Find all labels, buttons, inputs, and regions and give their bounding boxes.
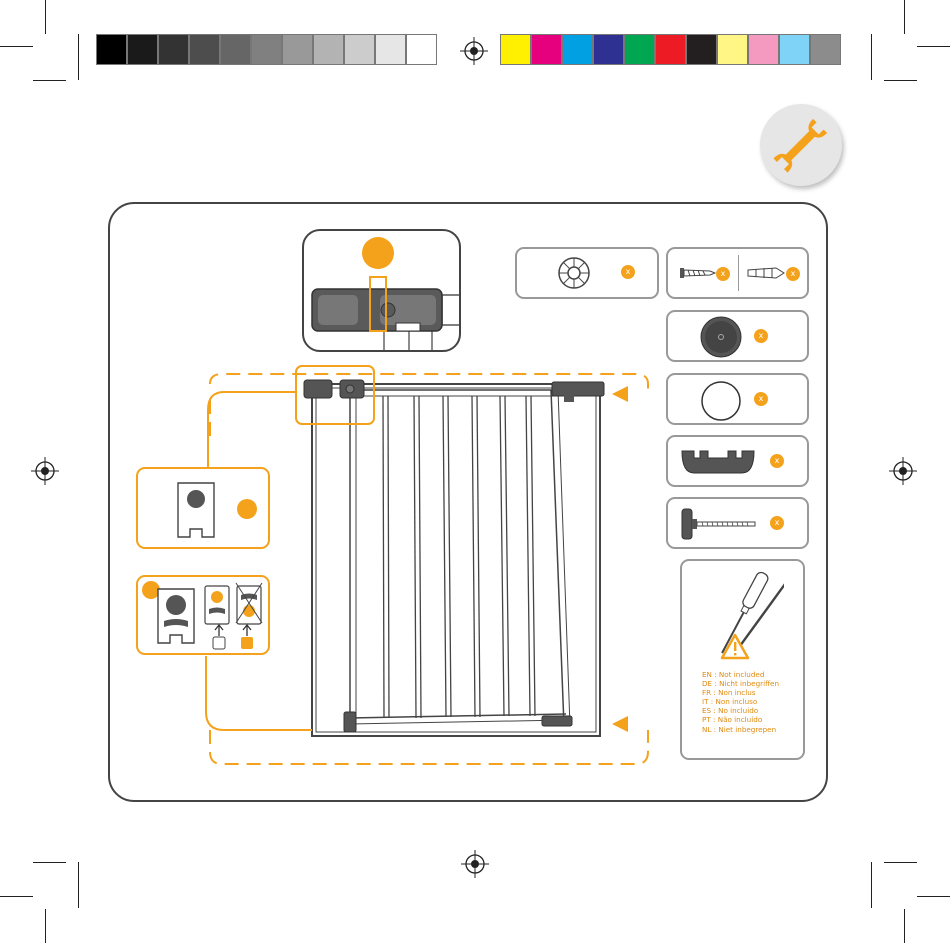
- wrench-tool-card: x: [666, 435, 809, 487]
- quantity-badge: x: [754, 329, 768, 343]
- legend-line: DE : Nicht inbegriffen: [702, 679, 779, 688]
- crop-mark: [45, 909, 46, 943]
- grayscale-color-bar: [96, 34, 437, 66]
- color-swatch: [500, 34, 531, 65]
- adhesive-pad-icon: [700, 380, 742, 422]
- wall-cup-icon: [699, 315, 743, 359]
- top-connector-detail: [302, 229, 461, 352]
- wrench-icon: [680, 447, 756, 477]
- adhesive-ring-card: x: [666, 373, 809, 425]
- crop-mark: [904, 0, 905, 34]
- color-swatch: [748, 34, 779, 65]
- registration-mark-icon: [29, 455, 61, 487]
- tension-bolt-card: x: [666, 497, 809, 549]
- gate-drawing: [196, 360, 666, 780]
- crop-mark: [78, 34, 79, 80]
- wall-plate-icon: [176, 481, 216, 539]
- wall-plate-detail-card: [136, 467, 270, 549]
- not-included-legend: EN : Not included DE : Nicht inbegriffen…: [702, 670, 779, 734]
- quantity-badge: x: [770, 516, 784, 530]
- step-marker: [237, 499, 257, 519]
- color-swatch: [531, 34, 562, 65]
- crop-mark: [33, 80, 66, 81]
- crop-mark: [871, 862, 872, 908]
- color-swatch: [313, 34, 344, 65]
- wall-plate-icon: [156, 587, 196, 645]
- quantity-badge: x: [770, 454, 784, 468]
- quantity-badge: x: [786, 267, 800, 281]
- crop-mark: [904, 909, 905, 943]
- wrench-icon: [760, 104, 842, 186]
- washer-icon: [557, 256, 591, 290]
- legend-line: FR : Non inclus: [702, 688, 779, 697]
- warning-triangle-icon: [720, 633, 750, 660]
- color-swatch: [344, 34, 375, 65]
- crop-mark: [884, 80, 917, 81]
- crop-mark: [871, 34, 872, 80]
- color-swatch: [810, 34, 841, 65]
- wall-plate-small-icon: [204, 585, 230, 625]
- process-color-bar: [500, 34, 841, 66]
- color-swatch: [624, 34, 655, 65]
- legend-line: NL : Niet inbegrepen: [702, 725, 779, 734]
- screw-and-plug-card: x x: [666, 247, 809, 299]
- legend-line: ES : No incluido: [702, 706, 779, 715]
- tools-section-badge: [760, 104, 842, 186]
- crop-mark: [0, 896, 33, 897]
- color-swatch: [96, 34, 127, 65]
- color-swatch: [779, 34, 810, 65]
- registration-mark-icon: [459, 848, 491, 880]
- color-swatch: [282, 34, 313, 65]
- crop-mark: [0, 46, 33, 47]
- legend-line: IT : Non incluso: [702, 697, 779, 706]
- registration-mark-icon: [458, 35, 490, 67]
- legend-line: PT : Não incluído: [702, 715, 779, 724]
- crop-mark: [917, 896, 950, 897]
- adjustment-detail-card: [136, 575, 270, 655]
- crop-mark: [78, 862, 79, 908]
- color-swatch: [717, 34, 748, 65]
- crop-mark: [45, 0, 46, 34]
- color-swatch: [158, 34, 189, 65]
- color-swatch: [375, 34, 406, 65]
- color-swatch: [593, 34, 624, 65]
- crop-mark: [884, 862, 917, 863]
- color-swatch: [406, 34, 437, 65]
- color-swatch: [562, 34, 593, 65]
- color-swatch: [686, 34, 717, 65]
- up-arrow-icon: [212, 623, 226, 651]
- pressure-arrow-icon: [612, 716, 628, 732]
- step-marker: [362, 237, 394, 269]
- quantity-badge: x: [621, 265, 635, 279]
- color-swatch: [220, 34, 251, 65]
- legend-line: EN : Not included: [702, 670, 779, 679]
- color-swatch: [655, 34, 686, 65]
- crossed-out-plate-icon: [234, 581, 264, 625]
- divider: [738, 255, 739, 291]
- quantity-badge: x: [716, 267, 730, 281]
- color-swatch: [251, 34, 282, 65]
- screw-icon: [680, 266, 716, 280]
- color-swatch: [127, 34, 158, 65]
- up-arrow-icon: [240, 623, 254, 651]
- registration-mark-icon: [887, 455, 919, 487]
- tension-bolt-icon: [680, 505, 760, 543]
- color-swatch: [189, 34, 220, 65]
- crop-mark: [917, 46, 950, 47]
- pressure-arrow-icon: [612, 386, 628, 402]
- quantity-badge: x: [754, 392, 768, 406]
- wall-cup-card: x: [666, 310, 809, 362]
- wall-plug-icon: [746, 265, 786, 281]
- washer-part-card: x: [515, 247, 659, 299]
- crop-mark: [33, 862, 66, 863]
